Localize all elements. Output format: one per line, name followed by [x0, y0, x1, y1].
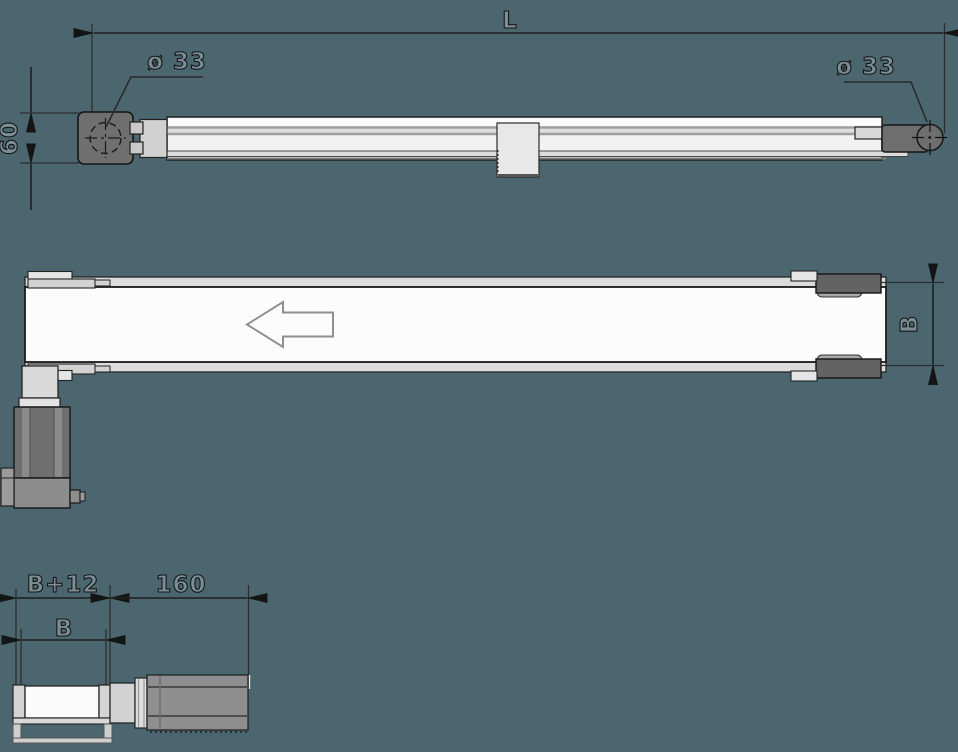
frame-side-plate-left — [12, 684, 26, 719]
belt-surface — [24, 286, 887, 363]
frame-bottom-bar — [12, 737, 113, 744]
drive-motor-plan — [0, 365, 86, 509]
drive-pulley-crosshair — [85, 118, 126, 158]
dimension-belt-width-end: B — [1, 615, 126, 686]
dim-label-frame-width: B+12 — [27, 572, 100, 598]
side-rail-bottom — [24, 361, 887, 373]
drive-tab-top — [129, 121, 144, 135]
dim-label-belt-width-top: B — [897, 315, 923, 334]
dim-label-length: L — [502, 8, 518, 34]
frame-cross-bar — [12, 717, 113, 725]
end-view: B+12 160 B — [0, 571, 268, 744]
idler-end — [854, 120, 948, 155]
dimension-drive-height: 60 — [0, 67, 79, 210]
idler-tab — [854, 126, 883, 140]
dim-label-belt-width-end: B — [55, 616, 74, 642]
motor-coupling-end — [109, 682, 136, 724]
motor-flange-end — [134, 677, 148, 729]
dim-label-idler-diameter: ø 33 — [836, 54, 896, 80]
dimension-idler-diameter: ø 33 — [836, 53, 928, 123]
right-end-caps — [790, 270, 882, 382]
idler-pulley-crosshair — [912, 120, 948, 155]
top-view: B — [0, 263, 944, 509]
motor-side-bracket — [0, 467, 15, 507]
motor-body-end — [146, 674, 249, 731]
belt-end-face — [24, 685, 100, 719]
dim-label-drive-diameter: ø 33 — [147, 49, 207, 75]
dim-label-motor-length: 160 — [155, 572, 206, 598]
conveyor-end-frame — [12, 684, 113, 744]
drive-tab-bottom — [129, 141, 144, 155]
drive-connector-block — [139, 118, 168, 159]
motor-flange — [18, 397, 61, 408]
dimension-belt-width-top: B — [881, 263, 944, 385]
drive-motor-end-view — [109, 674, 250, 733]
dimension-length-L: L — [73, 7, 958, 133]
support-clamp — [496, 122, 540, 178]
side-view: L — [0, 7, 958, 210]
drive-head-housing — [77, 111, 134, 165]
motor-coupling — [21, 365, 59, 399]
motor-connector — [69, 489, 81, 504]
dim-label-drive-height: 60 — [0, 121, 23, 155]
dimension-drive-diameter: ø 33 — [105, 48, 207, 128]
motor-end-cap — [13, 477, 71, 509]
side-rail-top — [24, 276, 887, 288]
belt-direction-arrow — [245, 300, 334, 349]
drive-head — [77, 111, 168, 165]
